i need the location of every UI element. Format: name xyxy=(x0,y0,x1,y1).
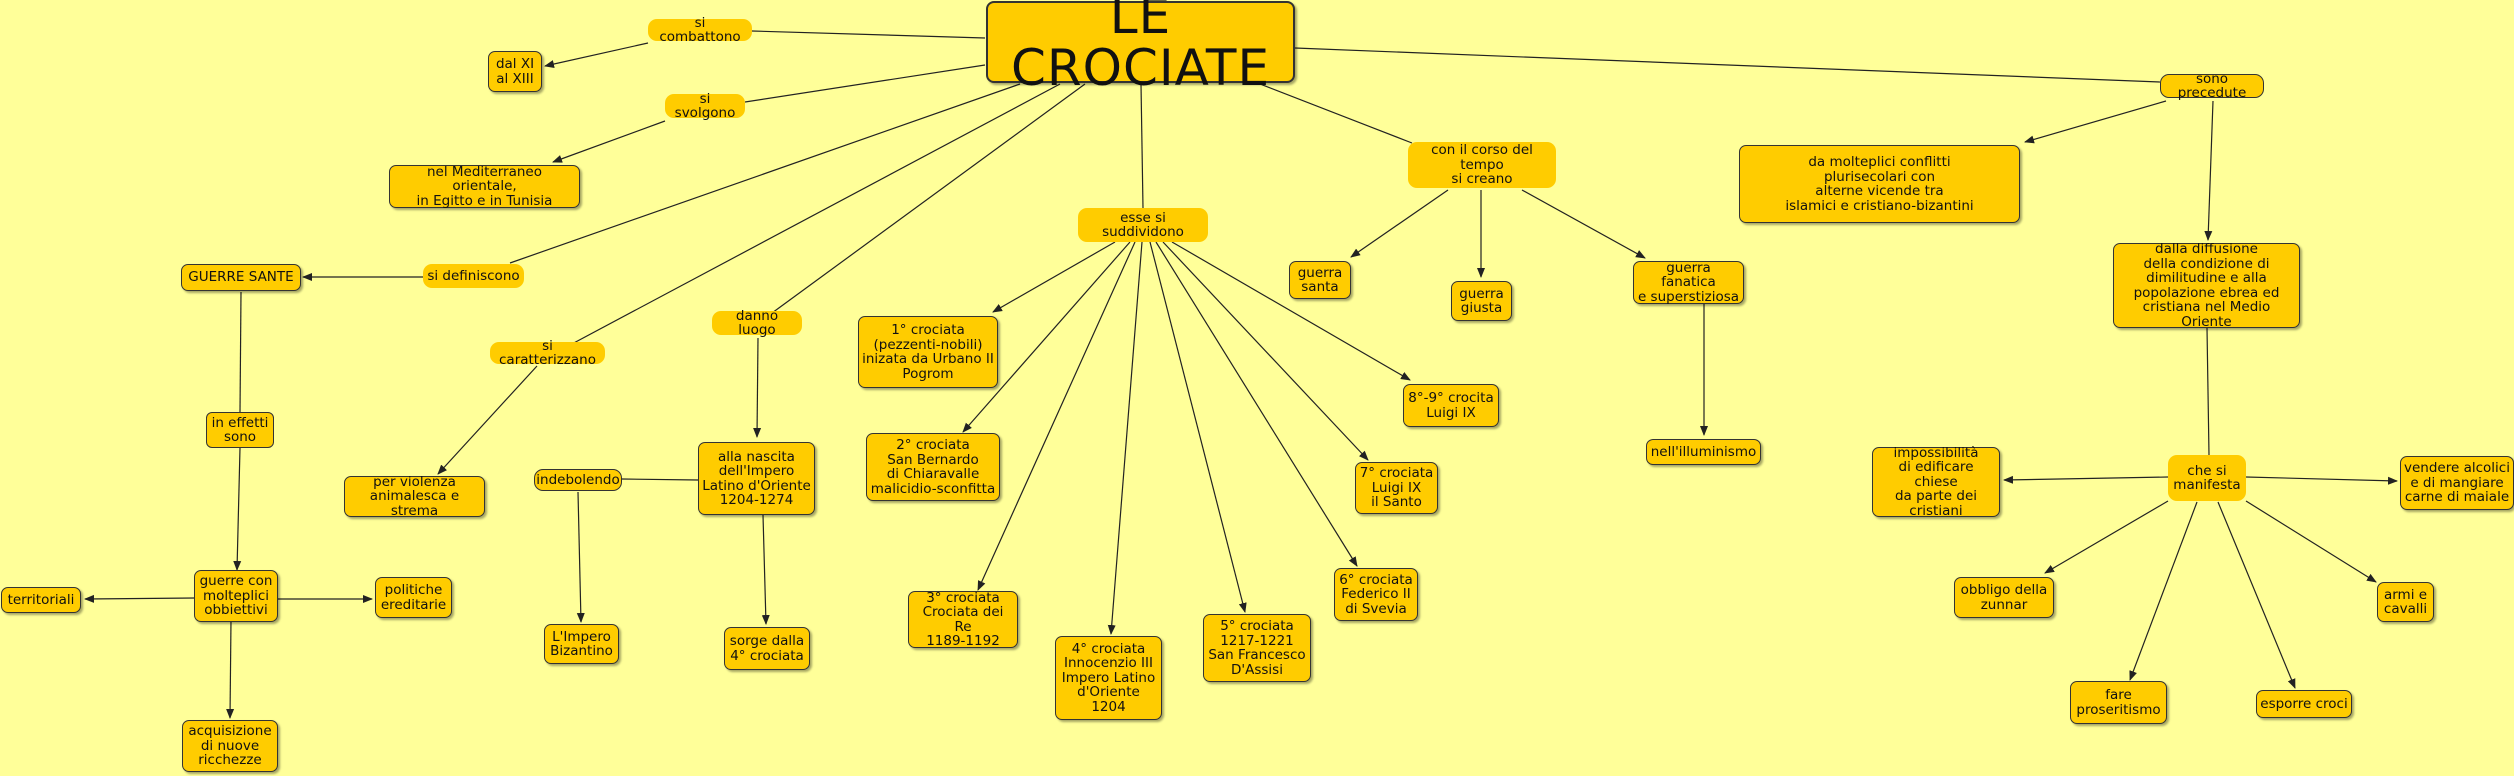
concept-diffusione-condizione[interactable]: dalla diffusione della condizione di dim… xyxy=(2113,242,2300,329)
edge-manifesta-croci xyxy=(2217,501,2296,689)
edge-sudd-c2 xyxy=(962,241,1131,433)
link-si-svolgono[interactable]: si svolgono xyxy=(665,91,745,120)
edge-nascita-sorge xyxy=(761,514,770,625)
edge-root-svolgono xyxy=(744,64,986,103)
link-indebolendo[interactable]: indebolendo xyxy=(534,469,622,491)
concept-nascita-impero-latino[interactable]: alla nascita dell'Impero Latino d'Orient… xyxy=(698,442,815,515)
edge-obbiettivi-territoriali xyxy=(84,594,196,603)
edge-precedute-conflitti xyxy=(2024,100,2167,144)
link-si-definiscono[interactable]: si definiscono xyxy=(423,264,524,288)
edge-precedute-diffusione xyxy=(2204,100,2214,241)
concept-violenza[interactable]: per violenza animalesca e strema xyxy=(344,475,485,518)
concept-guerre-molteplici-obbiettivi[interactable]: guerre con molteplici obbiettivi xyxy=(194,570,278,622)
edge-root-caratterizzano xyxy=(569,83,1061,346)
concept-guerre-sante[interactable]: GUERRE SANTE xyxy=(181,264,301,291)
concept-impossibilita-chiese[interactable]: impossibilità di edificare chiese da par… xyxy=(1872,446,2000,518)
edge-diffusione-manifesta xyxy=(2206,327,2210,456)
edge-obbiettivi-acquisizione xyxy=(226,619,235,719)
link-danno-luogo[interactable]: danno luogo xyxy=(712,308,802,337)
edge-root-corso xyxy=(1259,83,1413,144)
concept-fare-proselitismo[interactable]: fare proseritismo xyxy=(2070,681,2167,724)
edge-manifesta-proselitismo xyxy=(2129,501,2198,681)
edge-sudd-c4 xyxy=(1107,241,1143,635)
concept-4-crociata[interactable]: 4° crociata Innocenzio III Impero Latino… xyxy=(1055,636,1162,720)
edge-sudd-c89 xyxy=(1171,241,1411,381)
edge-root-definiscono xyxy=(509,83,1021,264)
edge-manifesta-impossibilita xyxy=(2003,475,2169,484)
concept-obbligo-zunnar[interactable]: obbligo della zunnar xyxy=(1954,577,2054,618)
concept-2-crociata[interactable]: 2° crociata San Bernardo di Chiaravalle … xyxy=(866,433,1000,501)
link-che-si-manifesta[interactable]: che si manifesta xyxy=(2168,455,2246,501)
concept-8-9-crociata[interactable]: 8°-9° crocita Luigi IX xyxy=(1403,384,1499,427)
concept-7-crociata[interactable]: 7° crociata Luigi IX il Santo xyxy=(1355,462,1438,514)
concept-6-crociata[interactable]: 6° crociata Federico II di Svevia xyxy=(1334,568,1418,621)
edge-indebolendo-bizantino xyxy=(576,491,585,623)
concept-5-crociata[interactable]: 5° crociata 1217-1221 San Francesco D'As… xyxy=(1203,614,1311,682)
edge-manifesta-zunnar xyxy=(2044,500,2169,574)
concept-conflitti-plurisecolari[interactable]: da molteplici conflitti plurisecolari co… xyxy=(1739,145,2020,223)
edge-root-precedute xyxy=(1294,47,2161,83)
edge-combattono-dalxi xyxy=(544,42,649,68)
edge-root-suddividono xyxy=(1140,83,1144,209)
link-con-il-corso-del-tempo[interactable]: con il corso del tempo si creano xyxy=(1408,142,1556,188)
link-sono-precedute[interactable]: sono precedute xyxy=(2160,71,2264,100)
edge-manifesta-alcolici xyxy=(2245,476,2398,485)
concept-acquisizione-ricchezze[interactable]: acquisizione di nuove ricchezze xyxy=(182,720,278,772)
concept-illuminismo[interactable]: nell'illuminismo xyxy=(1646,439,1761,465)
link-si-combattono[interactable]: si combattono xyxy=(648,15,752,44)
concept-guerra-fanatica[interactable]: guerra fanatica e superstiziosa xyxy=(1633,261,1744,304)
edge-corso-santa xyxy=(1350,189,1449,258)
edge-caratterizzano-violenza xyxy=(437,365,538,475)
concept-territoriali[interactable]: territoriali xyxy=(1,587,81,613)
link-esse-si-suddividono[interactable]: esse si suddividono xyxy=(1078,208,1208,242)
concept-politiche-ereditarie[interactable]: politiche ereditarie xyxy=(375,577,452,618)
edge-nascita-indebolendo xyxy=(621,478,699,481)
concept-esporre-croci[interactable]: esporre croci xyxy=(2256,690,2352,718)
concept-impero-bizantino[interactable]: L'Impero Bizantino xyxy=(544,624,619,664)
concept-vendere-alcolici[interactable]: vendere alcolici e di mangiare carne di … xyxy=(2400,456,2514,510)
edge-sudd-c3 xyxy=(977,241,1136,591)
edge-sudd-c1 xyxy=(992,241,1116,313)
edge-sudd-c6 xyxy=(1155,241,1358,567)
edge-corso-fanatica xyxy=(1521,189,1646,259)
edge-root-danno xyxy=(771,83,1086,314)
link-si-caratterizzano[interactable]: si caratterizzano xyxy=(490,338,605,367)
edge-manifesta-armi xyxy=(2245,500,2377,583)
concept-mediterraneo[interactable]: nel Mediterraneo orientale, in Egitto e … xyxy=(389,165,580,208)
concept-guerra-santa[interactable]: guerra santa xyxy=(1289,261,1351,299)
link-in-effetti-sono[interactable]: in effetti sono xyxy=(206,412,274,448)
edge-danno-nascita xyxy=(753,337,762,438)
root-concept[interactable]: LE CROCIATE xyxy=(986,0,1295,94)
edge-guerresante-effetti xyxy=(239,291,242,413)
concept-1-crociata[interactable]: 1° crociata (pezzenti-nobili) inizata da… xyxy=(858,316,998,388)
edge-effetti-obbiettivi xyxy=(233,447,242,571)
edge-sudd-c7 xyxy=(1162,241,1369,461)
concept-guerra-giusta[interactable]: guerra giusta xyxy=(1451,281,1512,321)
concept-sorge-4-crociata[interactable]: sorge dalla 4° crociata xyxy=(724,627,810,670)
edge-svolgono-mediterraneo xyxy=(552,120,666,163)
edge-sudd-c5 xyxy=(1149,241,1247,613)
edge-root-combattono xyxy=(751,30,986,39)
concept-dal-xi-al-xiii[interactable]: dal XI al XIII xyxy=(488,51,542,92)
concept-armi-cavalli[interactable]: armi e cavalli xyxy=(2377,582,2434,622)
concept-3-crociata[interactable]: 3° crociata Crociata dei Re 1189-1192 xyxy=(908,590,1018,648)
